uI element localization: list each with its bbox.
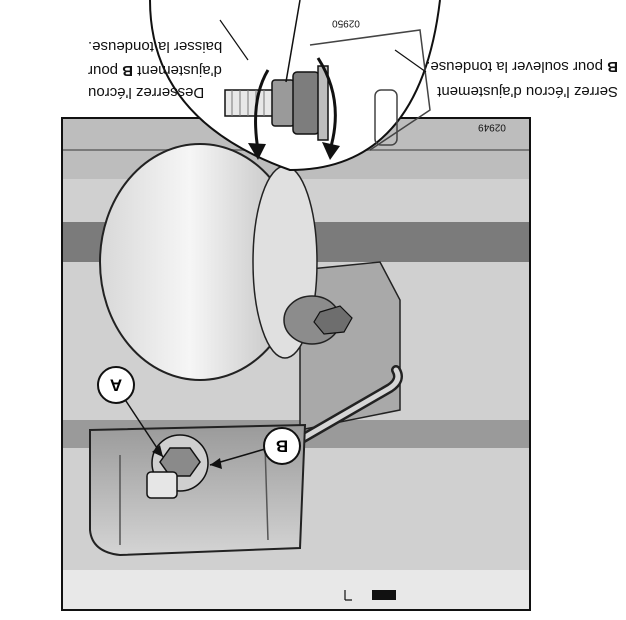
leader-a-arrowhead	[152, 445, 163, 457]
right-text-leader	[394, 49, 427, 73]
loosen-instruction-line2: d'ajustement B pour	[88, 62, 236, 79]
tighten-instruction-line1: Serrez l'écrou d'ajustement	[428, 83, 618, 100]
main-illustration	[61, 117, 531, 611]
leader-a	[121, 394, 164, 458]
tighten-b-letter: B	[607, 58, 618, 75]
tighten-arrow	[316, 57, 337, 151]
loosen-line3-text: baisser la tondeuse.	[88, 38, 223, 55]
adjustment-rod-highlight	[297, 367, 401, 443]
loosen-arrow	[254, 69, 270, 151]
tighten-line1-text: Serrez l'écrou d'ajustement	[437, 83, 618, 100]
leader-b-arrowhead	[210, 458, 222, 469]
bottom-rail	[63, 570, 529, 609]
bottom-mark	[344, 590, 352, 601]
bolt-end	[146, 471, 178, 499]
callout-b-circle	[263, 427, 301, 465]
loosen-instruction-line3: baisser la tondeuse.	[88, 38, 236, 55]
inset-threads	[231, 90, 265, 116]
loosen-b-letter: B	[122, 62, 134, 79]
callout-a-letter: A	[110, 376, 122, 395]
tighten-line2-text: pour soulever la tondeuse.	[426, 58, 603, 75]
tighten-arrowhead	[322, 142, 340, 160]
callouts: A B	[97, 366, 301, 469]
inset-nut-1	[271, 79, 295, 127]
callout-b-letter: B	[276, 437, 288, 456]
figure-code-main: 02949	[478, 122, 506, 133]
figure-code-inset: 02950	[332, 18, 360, 29]
loosen-line1-text: Desserrez l'écrou	[88, 84, 205, 101]
inset-pointer	[285, 0, 301, 83]
inset-bolt-thread	[224, 89, 276, 117]
bottom-slot	[372, 590, 396, 600]
inset-nut-2	[292, 71, 320, 135]
loosen-arrowhead	[248, 143, 266, 160]
loosen-line2-text: d'ajustement	[137, 62, 222, 79]
left-text-leader	[219, 19, 249, 61]
lower-bracket	[89, 423, 307, 557]
inset-detail: 02950	[149, 0, 441, 172]
callout-a-circle	[97, 366, 135, 404]
tighten-instruction-line2: B pour soulever la tondeuse.	[360, 58, 618, 75]
plate-nut	[313, 305, 353, 335]
loosen-instruction-line1: Desserrez l'écrou	[88, 84, 236, 101]
bracket-fold-right	[264, 444, 269, 541]
loosen-line2-tail: pour	[88, 62, 119, 79]
inset-bracket	[309, 29, 431, 151]
inset-slot	[374, 89, 398, 146]
